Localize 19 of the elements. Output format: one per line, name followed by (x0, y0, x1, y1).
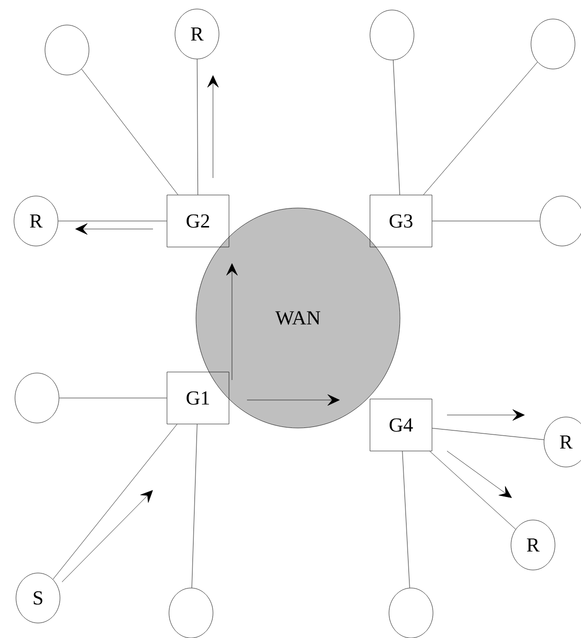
connection-line (58, 220, 167, 222)
connection-line (52, 424, 178, 580)
connection-line (430, 451, 516, 530)
gateway-box: G1 (166, 372, 230, 424)
gateway-box: G4 (370, 398, 432, 452)
connection-line (402, 451, 410, 588)
connection-line (196, 59, 198, 195)
host-circle (530, 18, 576, 70)
gateway-box: G2 (166, 194, 230, 248)
connection-line (81, 68, 178, 195)
connection-line (432, 220, 540, 222)
host-circle (14, 372, 60, 424)
connection-line (393, 60, 400, 195)
host-circle (370, 10, 414, 60)
gateway-box: G3 (370, 194, 432, 248)
host-circle (44, 24, 90, 76)
connection-line (192, 424, 198, 588)
connection-line (423, 62, 538, 195)
connection-line (432, 428, 544, 440)
